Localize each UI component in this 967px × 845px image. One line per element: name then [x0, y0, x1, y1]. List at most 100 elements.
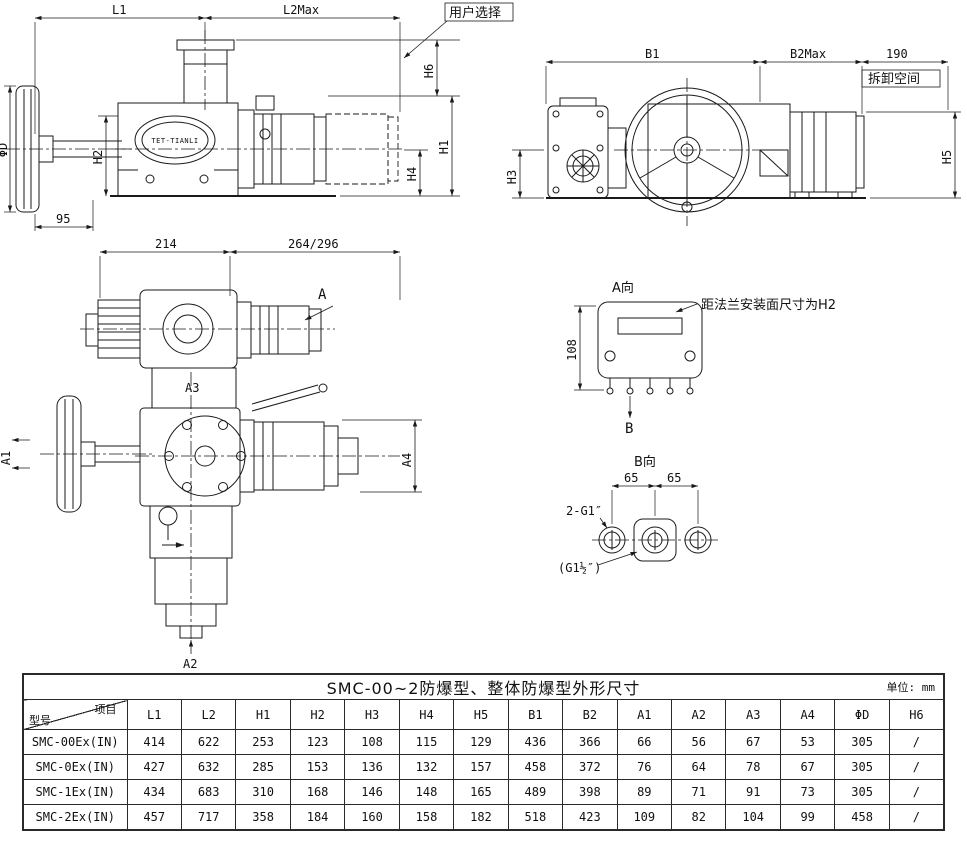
cell: 123 — [289, 729, 346, 755]
cell: 182 — [453, 804, 509, 830]
dimension-table: SMC-00~2防爆型、整体防爆型外形尺寸 单位: mm 项目 型号 L1 L2… — [22, 673, 945, 831]
cell: 305 — [834, 729, 890, 755]
cell: 160 — [344, 804, 400, 830]
col-header-b1: B1 — [507, 699, 564, 730]
cell: 305 — [834, 754, 890, 780]
cell: 489 — [507, 779, 564, 805]
col-header-h3: H3 — [344, 699, 400, 730]
cell: 372 — [562, 754, 618, 780]
cell: 366 — [562, 729, 618, 755]
cell: 56 — [671, 729, 727, 755]
cell: 129 — [453, 729, 509, 755]
cell: 91 — [725, 779, 781, 805]
col-header-a1: A1 — [616, 699, 673, 730]
cell: 305 — [834, 779, 890, 805]
table-row: SMC-0Ex(IN) 427 632 285 153 136 132 157 … — [22, 754, 945, 780]
dim-label-h2: H2 — [91, 150, 105, 164]
col-header-h6: H6 — [888, 699, 945, 730]
cell: 115 — [398, 729, 455, 755]
view-a-dimensions — [574, 303, 698, 418]
brand-label: TET-TIANLI — [151, 137, 198, 145]
dim-label-a1: A1 — [0, 451, 13, 465]
cell: 310 — [235, 779, 291, 805]
flange-note: 距法兰安装面尺寸为H2 — [701, 298, 836, 313]
col-header-l2: L2 — [180, 699, 237, 730]
table-title: SMC-00~2防爆型、整体防爆型外形尺寸 — [326, 679, 641, 698]
cell: 398 — [562, 779, 618, 805]
cell: 458 — [507, 754, 564, 780]
cell: 518 — [507, 804, 564, 830]
cell: / — [888, 754, 945, 780]
cell: / — [888, 804, 945, 830]
top-view-dimensions — [12, 249, 422, 654]
cell: 66 — [616, 729, 673, 755]
col-header-phid: ΦD — [834, 699, 890, 730]
side-view-drawing: TET-TIANLI — [0, 2, 961, 671]
cell: 67 — [779, 754, 836, 780]
handwheel-front — [614, 78, 772, 226]
col-header-h4: H4 — [398, 699, 455, 730]
terminal-box-front — [547, 97, 627, 199]
handwheel-top-view — [40, 395, 152, 513]
model-name: SMC-1Ex(IN) — [22, 779, 128, 805]
cell: 414 — [126, 729, 182, 755]
thread-label-g1half: (G1½″) — [558, 561, 601, 575]
cell: 253 — [235, 729, 291, 755]
cell: 53 — [779, 729, 836, 755]
view-b-title: B向 — [634, 454, 656, 470]
dim-label-h6: H6 — [422, 64, 436, 78]
handwheel-side — [6, 85, 132, 213]
dim-label-108: 108 — [565, 339, 579, 361]
casing-front — [647, 103, 865, 199]
cell: 632 — [180, 754, 237, 780]
view-b-dimensions — [597, 483, 699, 566]
cell: 457 — [126, 804, 182, 830]
dim-label-b1: B1 — [645, 47, 659, 61]
cell: 436 — [507, 729, 564, 755]
corner-label-item: 项目 — [94, 703, 117, 716]
cell: / — [888, 729, 945, 755]
corner-header-cell: 项目 型号 — [22, 699, 128, 730]
cell: 104 — [725, 804, 781, 830]
dim-label-l2max: L2Max — [283, 3, 319, 17]
cell: 184 — [289, 804, 346, 830]
col-header-b2: B2 — [562, 699, 618, 730]
cell: 285 — [235, 754, 291, 780]
view-b-drawing — [592, 518, 718, 562]
col-header-h2: H2 — [289, 699, 346, 730]
cell: 158 — [398, 804, 455, 830]
col-header-a4: A4 — [779, 699, 836, 730]
cell: 458 — [834, 804, 890, 830]
cell: 71 — [671, 779, 727, 805]
dim-label-65a: 65 — [624, 471, 638, 485]
side-view-dimensions — [4, 2, 514, 231]
motor-side — [112, 95, 404, 189]
cell: 165 — [453, 779, 509, 805]
dim-label-phid: ΦD — [0, 143, 10, 157]
cell: 108 — [344, 729, 400, 755]
dim-label-a3: A3 — [185, 381, 199, 395]
cell: 136 — [344, 754, 400, 780]
dim-label-190: 190 — [886, 47, 908, 61]
cell: 622 — [180, 729, 237, 755]
cell: 423 — [562, 804, 618, 830]
dim-label-95: 95 — [56, 212, 70, 226]
cell: 683 — [180, 779, 237, 805]
cell: 73 — [779, 779, 836, 805]
demolition-space-label: 拆卸空间 — [868, 71, 920, 87]
cell: 109 — [616, 804, 673, 830]
dim-label-b2max: B2Max — [790, 47, 826, 61]
cell: 434 — [126, 779, 182, 805]
cell: 64 — [671, 754, 727, 780]
cell: 146 — [344, 779, 400, 805]
col-header-h1: H1 — [235, 699, 291, 730]
cell: 89 — [616, 779, 673, 805]
table-title-row: SMC-00~2防爆型、整体防爆型外形尺寸 单位: mm — [22, 673, 945, 700]
table-unit-label: 单位: mm — [886, 681, 936, 694]
cell: / — [888, 779, 945, 805]
thread-label-2g1: 2-G1″ — [566, 504, 602, 518]
front-view-dimensions — [512, 59, 961, 199]
cell: 132 — [398, 754, 455, 780]
dim-label-h3: H3 — [505, 170, 519, 184]
dim-label-65b: 65 — [667, 471, 681, 485]
